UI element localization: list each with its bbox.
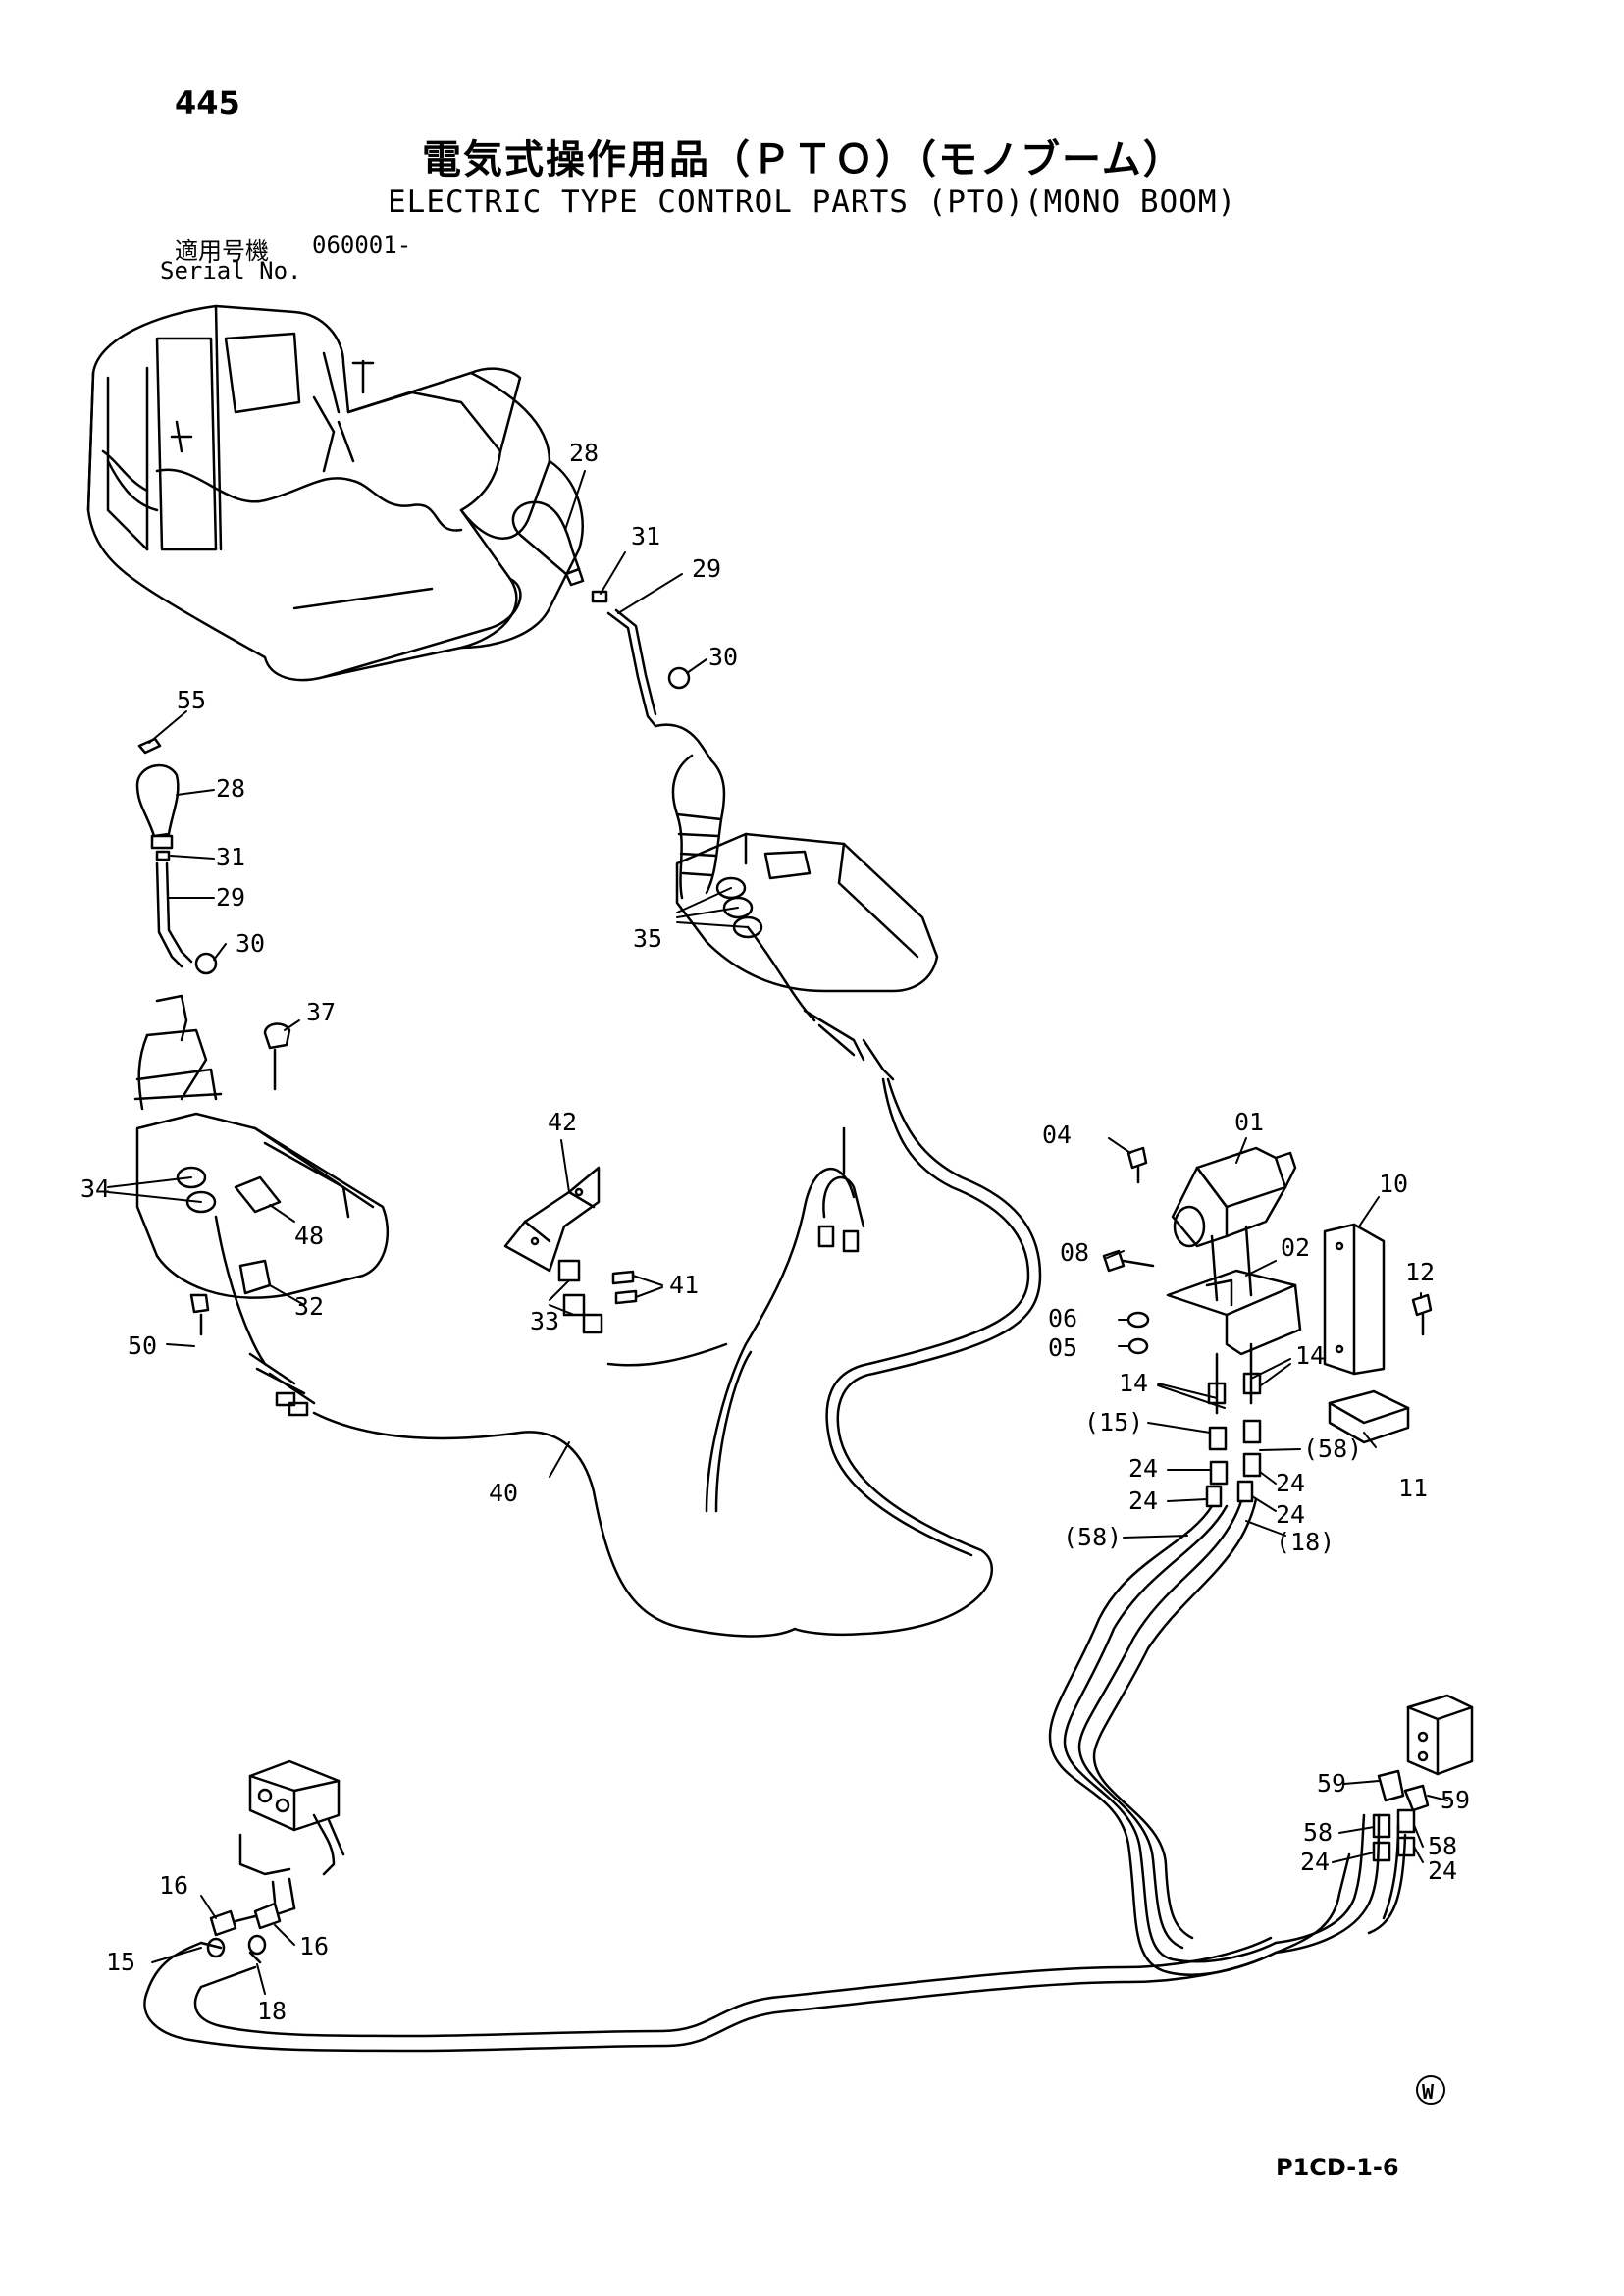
label-02: 02 <box>1281 1233 1310 1262</box>
hydraulic-hoses <box>143 1497 1407 2053</box>
label-59-left: 59 <box>1317 1769 1346 1798</box>
footer-code: P1CD-1-6 <box>1276 2154 1399 2181</box>
label-35: 35 <box>633 924 662 953</box>
leader-lines <box>107 470 1448 1995</box>
label-24-c: 24 <box>1128 1487 1158 1515</box>
label-15: 15 <box>106 1948 135 1976</box>
w-mark-letter: W <box>1422 2080 1435 2104</box>
serial-label-english: Serial No. <box>160 257 302 285</box>
serial-value: 060001- <box>312 232 412 259</box>
label-37: 37 <box>306 998 336 1026</box>
label-29-right: 29 <box>692 554 721 583</box>
label-24-f: 24 <box>1428 1856 1457 1885</box>
label-05: 05 <box>1048 1333 1077 1362</box>
label-32: 32 <box>294 1292 324 1321</box>
label-18: 18 <box>257 1997 287 2025</box>
w-mark: W <box>1416 2075 1445 2105</box>
label-24-a: 24 <box>1128 1454 1158 1483</box>
label-59-right: 59 <box>1441 1786 1470 1814</box>
label-18-paren: (18) <box>1276 1528 1335 1556</box>
label-33: 33 <box>530 1307 559 1335</box>
label-31-right: 31 <box>631 522 660 550</box>
label-01: 01 <box>1234 1108 1264 1136</box>
label-14-left: 14 <box>1119 1369 1148 1397</box>
label-30-right: 30 <box>708 643 738 671</box>
title-english: ELECTRIC TYPE CONTROL PARTS (PTO)(MONO B… <box>388 184 1237 220</box>
label-58-right: 58 <box>1428 1832 1457 1860</box>
label-24-e: 24 <box>1300 1848 1330 1876</box>
label-42: 42 <box>548 1108 577 1136</box>
label-41: 41 <box>669 1271 699 1299</box>
relay-bracket-42 <box>503 1166 638 1334</box>
label-58-left: 58 <box>1303 1818 1333 1847</box>
label-06: 06 <box>1048 1304 1077 1332</box>
pto-valve-left <box>199 1759 345 1964</box>
label-11: 11 <box>1398 1474 1428 1502</box>
label-15-paren: (15) <box>1084 1408 1143 1436</box>
label-29-left: 29 <box>216 883 245 912</box>
label-58-paren-upper: (58) <box>1303 1435 1362 1463</box>
label-10: 10 <box>1379 1170 1408 1198</box>
label-04: 04 <box>1042 1121 1072 1149</box>
serial-label-japanese: 適用号機 <box>175 237 269 265</box>
junction-box-right <box>1372 1694 1474 1862</box>
label-30-left: 30 <box>236 929 265 958</box>
label-12: 12 <box>1405 1258 1435 1286</box>
label-31-left: 31 <box>216 843 245 871</box>
solenoid-valve-assembly <box>1102 1146 1433 1508</box>
right-joystick-assembly <box>511 500 939 1081</box>
label-24-d: 24 <box>1276 1500 1305 1529</box>
label-28-right: 28 <box>569 439 599 467</box>
left-joystick-assembly <box>133 737 390 1417</box>
label-34: 34 <box>80 1174 110 1203</box>
label-48: 48 <box>294 1222 324 1250</box>
label-40: 40 <box>489 1479 518 1507</box>
excavator-cab-illustration <box>86 304 584 682</box>
part-number-labels: 28 31 29 30 35 55 28 31 29 30 37 34 48 3… <box>80 439 1470 2025</box>
page-number: 445 <box>175 84 240 122</box>
label-16-right: 16 <box>299 1932 329 1960</box>
label-08: 08 <box>1060 1238 1089 1267</box>
wire-harness-40 <box>312 1077 1042 1638</box>
label-55: 55 <box>177 686 206 714</box>
label-50: 50 <box>128 1331 157 1360</box>
label-58-paren-lower: (58) <box>1063 1523 1122 1551</box>
label-28-left: 28 <box>216 774 245 803</box>
title-japanese: 電気式操作用品（ＰＴＯ）（モノブーム） <box>422 137 1184 183</box>
label-14-right: 14 <box>1295 1341 1325 1370</box>
label-16-left: 16 <box>159 1871 188 1900</box>
label-24-b: 24 <box>1276 1469 1305 1497</box>
